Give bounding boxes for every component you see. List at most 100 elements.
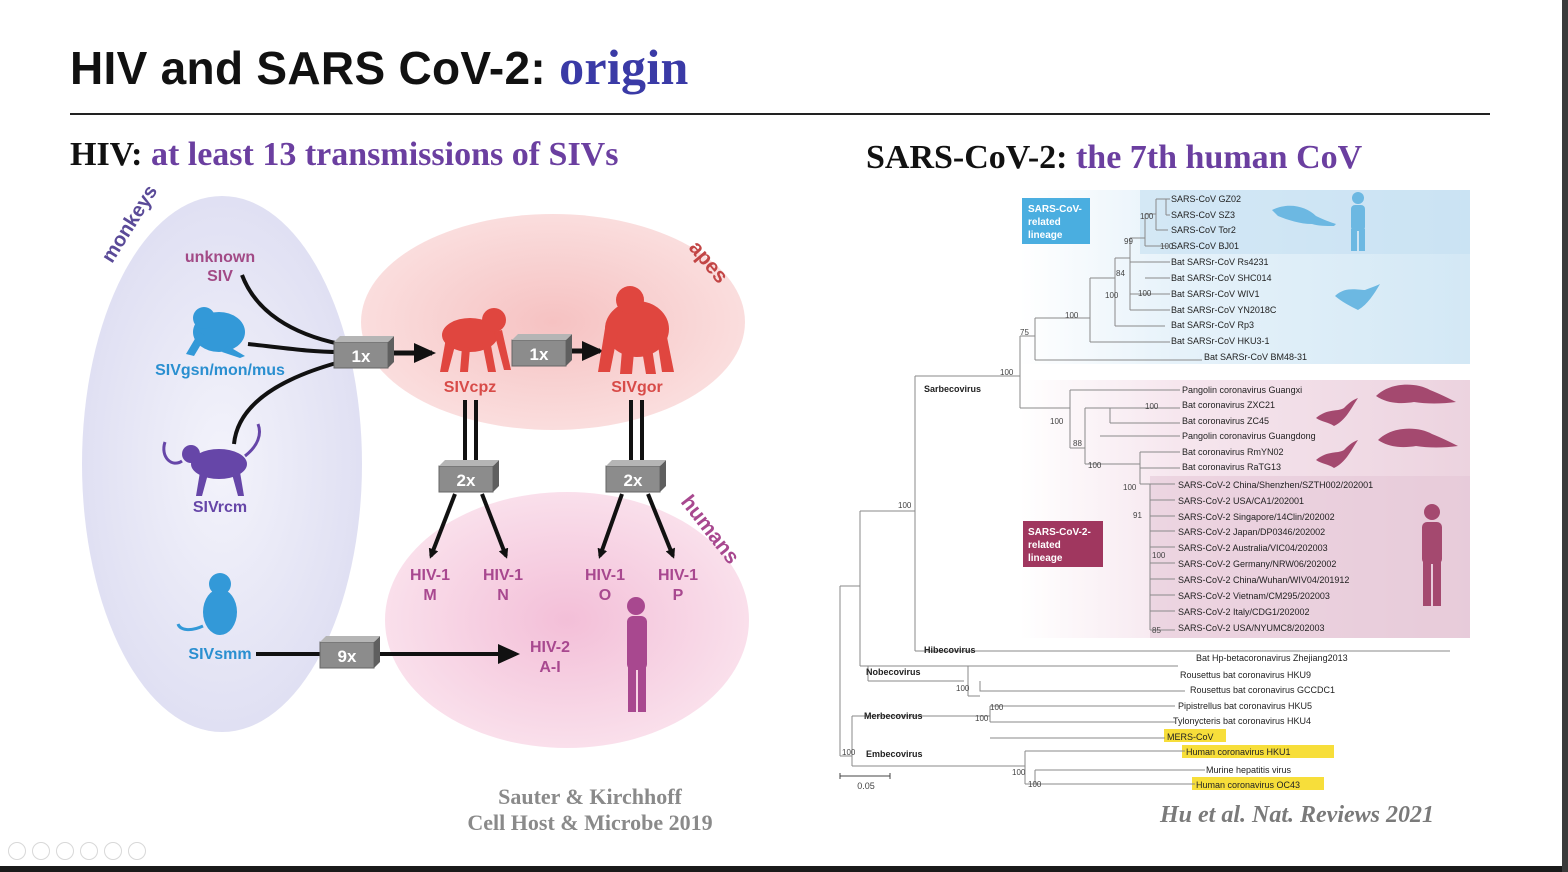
leaf-sars2a-1: Pangolin coronavirus Guangxi (1182, 385, 1302, 395)
leaf-other-3: Rousettus bat coronavirus GCCDC1 (1190, 685, 1335, 695)
highlight-oc43 (1192, 777, 1324, 790)
hiv2-line2: A-I (539, 659, 560, 676)
sars-heading-main: SARS-CoV-2: (866, 139, 1076, 176)
box-label-1x-monkeys: 1x (352, 347, 371, 366)
arrow-gsn-to-box (247, 342, 341, 354)
scale-bar-label: 0.05 (857, 781, 875, 791)
leaf-sars2h-4: SARS-CoV-2 Japan/DP0346/202002 (1178, 527, 1325, 537)
hiv1-n-line2: N (497, 587, 509, 604)
bs-8: 75 (1020, 328, 1029, 337)
bs-5: 100 (1105, 291, 1119, 300)
humans-zone (385, 492, 749, 748)
prev-slide-icon[interactable] (8, 842, 26, 860)
label-nobecovirus: Nobecovirus (866, 667, 921, 677)
leaf-other-5: Tylonycteris bat coronavirus HKU4 (1173, 716, 1311, 726)
hiv-citation-line1: Sauter & Kirchhoff (498, 784, 682, 809)
hiv-transmission-diagram: monkeys apes humans unknown SIV SIVgsn/m… (82, 181, 749, 748)
label-merbecovirus: Merbecovirus (864, 711, 923, 721)
highlight-hku1 (1182, 745, 1334, 758)
bs-22: 100 (842, 748, 856, 757)
sars2-human-band (1150, 476, 1470, 638)
arrow-unknown-to-box (240, 274, 341, 346)
unknown-siv-label-2: SIV (207, 268, 233, 285)
leaf-sars-3: SARS-CoV Tor2 (1171, 225, 1236, 235)
arrow-to-hiv1-m (428, 493, 457, 559)
transmission-box-2x-cpz: 2x (438, 460, 499, 493)
bs-1: 100 (1140, 212, 1154, 221)
leaf-sars-2: SARS-CoV SZ3 (1171, 210, 1235, 220)
sars-lineage-line3: lineage (1028, 230, 1063, 241)
bs-16: 100 (1152, 551, 1166, 560)
bs-11: 100 (1050, 417, 1064, 426)
title-divider (70, 113, 1490, 115)
transmission-box-2x-gor: 2x (605, 460, 666, 493)
window-right-edge (1562, 0, 1568, 872)
highlight-mers (1164, 729, 1226, 742)
leaf-sars2h-1: SARS-CoV-2 China/Shenzhen/SZTH002/202001 (1178, 480, 1373, 490)
bs-9: 100 (1000, 368, 1014, 377)
pen-icon[interactable] (56, 842, 74, 860)
title-main: HIV and SARS CoV-2: (70, 42, 560, 94)
zoom-icon[interactable] (104, 842, 122, 860)
label-sarbecovirus: Sarbecovirus (924, 384, 981, 394)
siv-smm-label: SIVsmm (188, 646, 251, 663)
bs-6: 100 (1138, 289, 1152, 298)
pangolin-icon-1 (1376, 384, 1456, 404)
sars-lineage-line2: related (1028, 217, 1061, 228)
hiv1-m-line1: HIV-1 (410, 567, 450, 584)
bs-15: 91 (1133, 511, 1142, 520)
leaf-sars-1: SARS-CoV GZ02 (1171, 194, 1241, 204)
bs-13: 100 (1088, 461, 1102, 470)
hiv1-n-line1: HIV-1 (483, 567, 523, 584)
sars-heading: SARS-CoV-2: the 7th human CoV (866, 139, 1362, 177)
box-label-1x-apes: 1x (530, 345, 549, 364)
bs-12: 88 (1073, 439, 1082, 448)
more-options-icon[interactable] (128, 842, 146, 860)
arrow-to-hiv1-p (646, 493, 676, 559)
genus-labels: Sarbecovirus Hibecovirus Nobecovirus Mer… (864, 384, 981, 759)
slides-grid-icon[interactable] (80, 842, 98, 860)
sars2-lineage-line1: SARS-CoV-2- (1028, 527, 1091, 538)
sars-citation: Hu et al. Nat. Reviews 2021 (1160, 802, 1434, 828)
title-accent: origin (559, 39, 689, 95)
leaf-sars2h-10: SARS-CoV-2 USA/NYUMC8/202003 (1178, 623, 1325, 633)
monkey-gsn-icon (186, 307, 245, 358)
leaf-mhv: Murine hepatitis virus (1206, 765, 1292, 775)
next-slide-icon[interactable] (32, 842, 50, 860)
leaf-sars-8: Bat SARSr-CoV YN2018C (1171, 305, 1277, 315)
label-embecovirus: Embecovirus (866, 749, 923, 759)
unknown-siv-label-1: unknown (185, 249, 255, 266)
leaf-sars-11: Bat SARSr-CoV BM48-31 (1204, 352, 1307, 362)
slide-controls (8, 842, 146, 860)
bs-23: 100 (1012, 768, 1026, 777)
box-label-2x-cpz: 2x (457, 471, 476, 490)
leaf-other-4: Pipistrellus bat coronavirus HKU5 (1178, 701, 1312, 711)
hiv1-o-line2: O (599, 587, 611, 604)
sars-lineage-line1: SARS-CoV- (1028, 204, 1082, 215)
bat-icon-sars (1335, 284, 1380, 310)
leaf-sars2h-3: SARS-CoV-2 Singapore/14Clin/202002 (1178, 512, 1335, 522)
leaf-mers: MERS-CoV (1167, 732, 1214, 742)
hiv-citation: Sauter & Kirchhoff Cell Host & Microbe 2… (440, 784, 740, 836)
leaf-sars-6: Bat SARSr-CoV SHC014 (1171, 273, 1272, 283)
bs-3: 100 (1160, 242, 1174, 251)
bs-7: 100 (1065, 311, 1079, 320)
slide-title: HIV and SARS CoV-2: origin (70, 38, 689, 96)
bs-14: 100 (1123, 483, 1137, 492)
bs-17: 85 (1152, 626, 1161, 635)
sars-lineage-box: SARS-CoV- related lineage (1022, 198, 1090, 244)
window-bottom-edge (0, 866, 1568, 872)
leaf-sars2h-5: SARS-CoV-2 Australia/VIC04/202003 (1178, 543, 1328, 553)
leaf-other-1: Bat Hp-betacoronavirus Zhejiang2013 (1196, 653, 1348, 663)
bs-19: 100 (956, 684, 970, 693)
leaf-labels: SARS-CoV GZ02 SARS-CoV SZ3 SARS-CoV Tor2… (1167, 194, 1373, 790)
leaf-sars2a-5: Bat coronavirus RmYN02 (1182, 447, 1284, 457)
sars-heading-accent: the 7th human CoV (1075, 139, 1363, 176)
leaf-hku1: Human coronavirus HKU1 (1186, 747, 1291, 757)
monkey-rcm-icon (162, 423, 261, 496)
leaf-sars2h-7: SARS-CoV-2 China/Wuhan/WIV04/201912 (1178, 575, 1349, 585)
bat-icon-sars2-2 (1316, 440, 1358, 468)
label-hibecovirus: Hibecovirus (924, 645, 976, 655)
apes-zone (361, 214, 745, 430)
